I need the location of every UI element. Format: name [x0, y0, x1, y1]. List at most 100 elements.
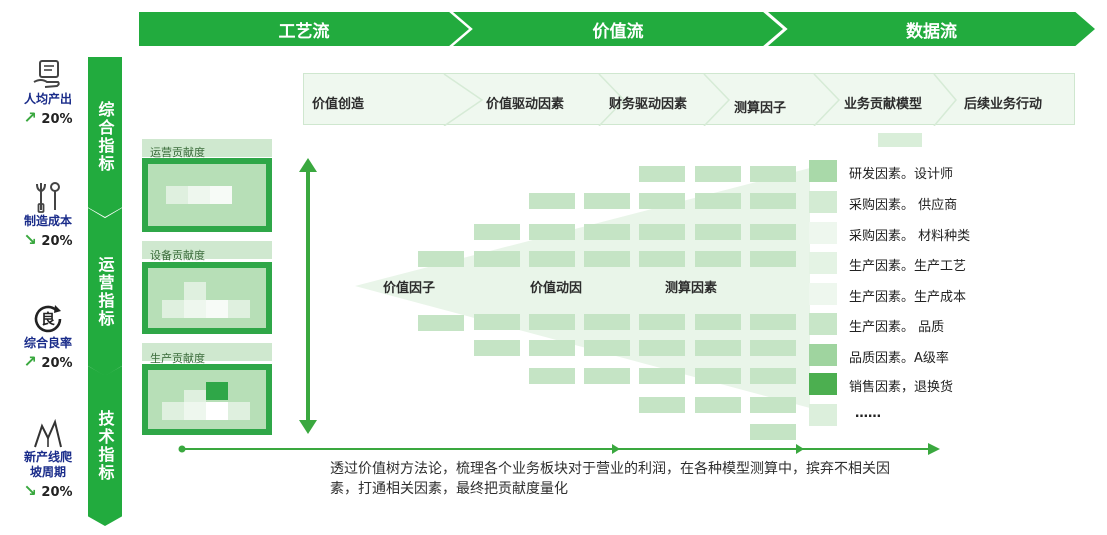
tree-cell [878, 133, 922, 147]
tree-cell [750, 314, 796, 330]
kpi-change: ↘ 20% [23, 481, 73, 500]
cube [162, 300, 184, 318]
tree-cell [529, 314, 575, 330]
contrib-equipment-title: 设备贡献度 [150, 249, 205, 262]
cube [184, 300, 206, 318]
tree-cell [695, 193, 741, 209]
tree-cell [695, 251, 741, 267]
tree-cell [529, 340, 575, 356]
factor-row: …… [809, 404, 1059, 426]
flow-stage-calculation-factor: 测算因子 [734, 101, 787, 116]
factor-text: 采购因素。 材料种类 [849, 229, 971, 244]
kpi-overall-yield: 良 综合良率 ↗ 20% [8, 302, 88, 371]
kpi-label: 人均产出 [23, 92, 72, 106]
contrib-equipment-box [142, 262, 272, 334]
cube [228, 402, 250, 420]
factor-ellipsis: …… [855, 406, 881, 421]
factor-cube [809, 373, 837, 395]
tree-cell [529, 224, 575, 240]
tree-cell [750, 340, 796, 356]
factor-cube [809, 404, 837, 426]
tree-cell [584, 368, 630, 384]
cube [162, 402, 184, 420]
factor-text: 生产因素。生产工艺 [849, 259, 967, 274]
flow-stage-financial-drivers: 财务驱动因素 [609, 97, 688, 112]
chevron-label: 工艺流 [278, 21, 330, 42]
tree-label-calc-factor: 测算因素 [665, 281, 718, 296]
tree-cell [750, 251, 796, 267]
cube [188, 186, 210, 204]
tree-cell [639, 314, 685, 330]
kpi-per-capita-output: 人均产出 ↗ 20% [8, 58, 88, 127]
factor-text: 研发因素。设计师 [849, 167, 954, 182]
kpi-label: 制造成本 [23, 214, 72, 228]
indicator-label: 综合指标 [95, 101, 115, 173]
tree-cell [639, 251, 685, 267]
kpi-change: ↘ 20% [23, 230, 73, 249]
flow-stage-contribution-model: 业务贡献模型 [844, 97, 923, 112]
flow-stage-value-drivers: 价值驱动因素 [486, 97, 565, 112]
tree-cell [750, 224, 796, 240]
factor-cube [809, 344, 837, 366]
ramp-chart-icon [34, 418, 62, 448]
tree-cell [695, 340, 741, 356]
tree-cell [695, 314, 741, 330]
tree-cell [750, 368, 796, 384]
chevron-data-flow: 数据流 [768, 12, 1095, 46]
trend-up-icon: ↗ [23, 108, 37, 127]
contrib-panel [148, 164, 266, 226]
indicator-label: 技术指标 [95, 410, 115, 482]
factor-cube [809, 252, 837, 274]
flow-chevrons [443, 74, 957, 126]
indicator-technical: 技术指标 [88, 366, 122, 526]
tree-cell [584, 224, 630, 240]
kpi-manufacturing-cost: 制造成本 ↘ 20% [8, 180, 88, 249]
tree-cell [584, 193, 630, 209]
tree-cell [418, 251, 464, 267]
contrib-operational-title: 运营贡献度 [150, 146, 205, 159]
indicator-operational: 运营指标 [88, 208, 122, 376]
contrib-operational-box [142, 158, 272, 232]
tree-label-value-driver: 价值动因 [530, 281, 583, 296]
svg-text:良: 良 [41, 311, 55, 328]
factor-text: 品质因素。A级率 [849, 351, 949, 366]
cube [206, 382, 228, 400]
factor-cube [809, 283, 837, 305]
hand-document-icon [33, 60, 60, 88]
factor-row: 生产因素。 品质 [809, 313, 1059, 335]
cube [184, 402, 206, 420]
cube [166, 186, 188, 204]
cube [206, 402, 228, 420]
cube [184, 282, 206, 300]
trend-down-icon: ↘ [23, 481, 37, 500]
indicator-comprehensive: 综合指标 [88, 57, 122, 217]
trend-up-icon: ↗ [23, 352, 37, 371]
factor-text: 生产因素。生产成本 [849, 290, 967, 305]
tree-label-value-factor: 价值因子 [383, 281, 436, 296]
chevron-value-flow: 价值流 [453, 12, 783, 46]
tree-cell [529, 193, 575, 209]
vertical-double-arrow-icon [299, 158, 317, 434]
tree-cell [418, 315, 464, 331]
factor-cube [809, 191, 837, 213]
tree-cell [584, 340, 630, 356]
factor-cube [809, 160, 837, 182]
tree-cell [474, 224, 520, 240]
factor-cube [809, 313, 837, 335]
tree-cell [584, 314, 630, 330]
tree-cell [750, 193, 796, 209]
factor-row: 生产因素。生产成本 [809, 283, 1059, 305]
kpi-change: ↗ 20% [23, 352, 73, 371]
trend-down-icon: ↘ [23, 230, 37, 249]
flow-stage-follow-up-actions: 后续业务行动 [964, 97, 1043, 112]
cube [206, 300, 228, 318]
tree-cell [750, 397, 796, 413]
tree-cell [639, 397, 685, 413]
flow-stage-value-creation: 价值创造 [312, 97, 365, 112]
factor-row: 采购因素。 供应商 [809, 191, 1059, 213]
tree-cell [529, 368, 575, 384]
tree-cell [695, 368, 741, 384]
tree-cell [474, 251, 520, 267]
tree-cell [639, 368, 685, 384]
tree-cell [474, 314, 520, 330]
